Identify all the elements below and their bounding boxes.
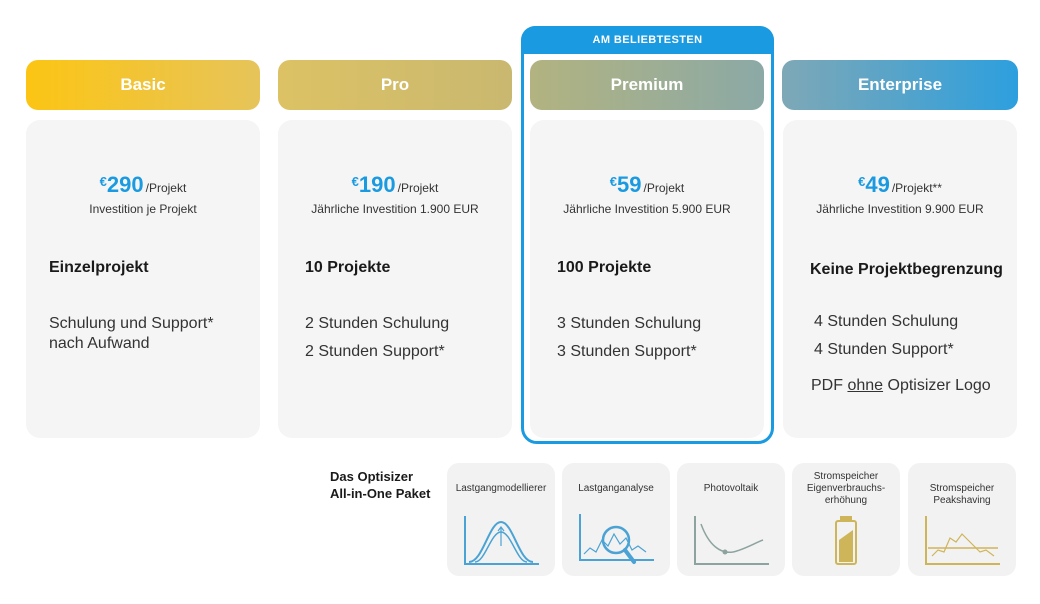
- price-pro: € 190 /Projekt: [278, 172, 512, 198]
- feature-premium-1: 3 Stunden Schulung: [557, 315, 702, 332]
- tile-stromspeicher-peakshaving[interactable]: Stromspeicher Peakshaving: [908, 463, 1016, 576]
- feature-pro-2: 2 Stunden Support*: [305, 343, 445, 360]
- projects-basic: Einzelprojekt: [49, 259, 149, 276]
- feature-basic-1: Schulung und Support*: [49, 315, 214, 332]
- curve-chart-icon: [694, 516, 769, 565]
- currency-symbol: €: [99, 174, 107, 189]
- price-amount: 190: [358, 172, 396, 197]
- projects-pro: 10 Projekte: [305, 259, 391, 276]
- feature-pdf-text: PDF: [811, 377, 843, 394]
- projects-enterprise: Keine Projektbegrenzung: [810, 261, 1003, 278]
- magnifier-chart-icon: [579, 514, 654, 564]
- price-unit: /Projekt: [145, 181, 187, 195]
- feature-basic-2: nach Aufwand: [49, 335, 150, 352]
- projects-premium: 100 Projekte: [557, 259, 652, 276]
- plan-card-premium[interactable]: [530, 120, 764, 438]
- plan-header-pro[interactable]: Pro: [278, 60, 512, 110]
- investment-premium: Jährliche Investition 5.900 EUR: [563, 202, 731, 216]
- price-amount: 49: [865, 172, 890, 197]
- investment-enterprise: Jährliche Investition 9.900 EUR: [816, 202, 984, 216]
- feature-logo-text: Optisizer Logo: [887, 377, 991, 394]
- feature-premium-2: 3 Stunden Support*: [557, 343, 697, 360]
- tile-label: Photovoltaik: [703, 483, 759, 494]
- currency-symbol: €: [609, 174, 618, 189]
- plan-name-pro: Pro: [380, 75, 410, 94]
- price-unit: /Projekt: [397, 181, 439, 195]
- battery-icon: [835, 516, 857, 565]
- tile-label-line: Peakshaving: [933, 495, 991, 506]
- plan-name-premium: Premium: [610, 75, 684, 94]
- plan-name-enterprise: Enterprise: [857, 75, 943, 94]
- tile-label: Stromspeicher Peakshaving: [912, 483, 1012, 507]
- paket-label-line1: Das Optisizer: [330, 469, 414, 484]
- price-amount: 290: [106, 172, 144, 197]
- price-basic: € 290 /Projekt: [26, 172, 260, 198]
- tile-photovoltaik[interactable]: Photovoltaik: [677, 463, 785, 576]
- tile-label: Stromspeicher Eigenverbrauchs- erhöhung: [796, 471, 896, 507]
- currency-symbol: €: [858, 174, 866, 189]
- tile-label-line: Stromspeicher: [929, 483, 995, 494]
- tile-stromspeicher-eigenverbrauch[interactable]: Stromspeicher Eigenverbrauchs- erhöhung: [792, 463, 900, 576]
- peak-chart-icon: [925, 516, 1000, 565]
- price-premium: € 59 /Projekt: [530, 172, 764, 198]
- investment-basic: Investition je Projekt: [89, 202, 197, 216]
- price-unit: /Projekt**: [891, 181, 942, 195]
- price-amount: 59: [617, 172, 642, 197]
- investment-pro: Jährliche Investition 1.900 EUR: [311, 202, 479, 216]
- price-enterprise: € 49 /Projekt**: [783, 172, 1017, 198]
- plan-card-pro[interactable]: [278, 120, 512, 438]
- tile-label: Lastganganalyse: [578, 483, 654, 494]
- plan-card-enterprise[interactable]: [783, 120, 1017, 438]
- tile-label: Lastgangmodellierer: [455, 483, 547, 494]
- price-unit: /Projekt: [643, 181, 685, 195]
- featured-badge: AM BELIEBTESTEN: [521, 26, 774, 54]
- feature-ohne-text: ohne: [847, 377, 884, 394]
- tile-label-line: Stromspeicher: [813, 471, 879, 482]
- plan-name-basic: Basic: [120, 75, 166, 94]
- feature-enterprise-3: PDF ohne Optisizer Logo: [811, 376, 991, 396]
- paket-label-line2: All-in-One Paket: [330, 486, 431, 501]
- paket-label: Das Optisizer All-in-One Paket: [330, 468, 430, 502]
- plan-header-premium[interactable]: Premium: [530, 60, 764, 110]
- tile-label-line: Eigenverbrauchs-: [806, 483, 886, 494]
- plan-card-basic[interactable]: [26, 120, 260, 438]
- feature-pro-1: 2 Stunden Schulung: [305, 315, 450, 332]
- feature-enterprise-2: 4 Stunden Support*: [814, 341, 954, 358]
- plan-header-basic[interactable]: Basic: [26, 60, 260, 110]
- tile-lastgangmodellierer[interactable]: Lastgangmodellierer: [447, 463, 555, 576]
- tile-lastganganalyse[interactable]: Lastganganalyse: [562, 463, 670, 576]
- bell-curve-icon: [464, 516, 539, 565]
- plan-header-enterprise[interactable]: Enterprise: [782, 60, 1018, 110]
- tile-label-line: erhöhung: [824, 495, 868, 506]
- feature-enterprise-1: 4 Stunden Schulung: [814, 313, 959, 330]
- currency-symbol: €: [351, 174, 359, 189]
